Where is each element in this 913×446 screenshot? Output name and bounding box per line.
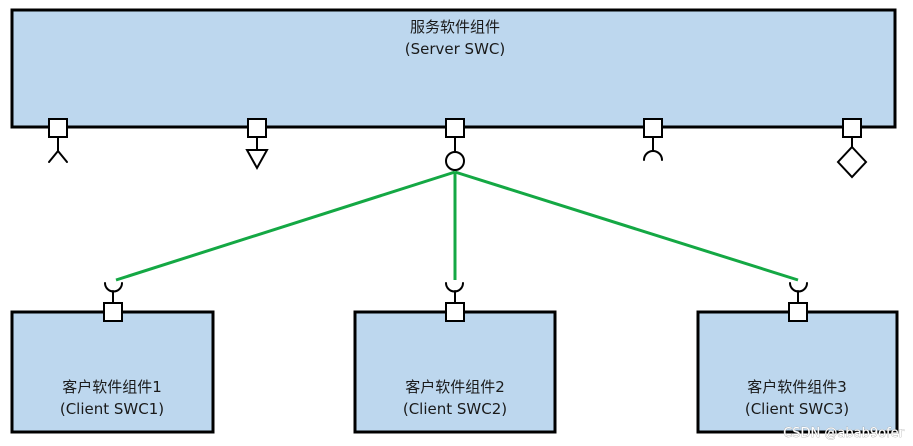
port-square[interactable] <box>48 118 68 138</box>
server-port-5[interactable] <box>836 118 868 179</box>
client-3-port[interactable] <box>788 282 808 322</box>
client-component-subtitle: (Client SWC3) <box>745 400 849 418</box>
client-component-subtitle: (Client SWC1) <box>60 400 164 418</box>
connector-client3[interactable] <box>454 170 799 282</box>
client-1-port[interactable] <box>103 282 123 322</box>
port-square[interactable] <box>643 118 663 138</box>
parameter-provided-icon <box>836 145 868 179</box>
server-port-2[interactable] <box>245 118 269 171</box>
port-square[interactable] <box>842 118 862 138</box>
port-square[interactable] <box>103 302 123 322</box>
client-component-title: 客户软件组件1 <box>62 378 162 396</box>
connectors <box>115 170 799 282</box>
client-component-box[interactable] <box>353 310 557 434</box>
client-component-1[interactable]: 客户软件组件1 (Client SWC1) <box>10 310 215 434</box>
client-component-2[interactable]: 客户软件组件2 (Client SWC2) <box>353 310 557 434</box>
server-port-4[interactable] <box>643 118 663 161</box>
port-square[interactable] <box>788 302 808 322</box>
server-port-1[interactable] <box>48 118 68 163</box>
client-server-required-icon <box>643 150 663 161</box>
client-component-title: 客户软件组件3 <box>747 378 847 396</box>
port-square[interactable] <box>445 118 465 138</box>
server-component-subtitle: (Server SWC) <box>405 40 506 58</box>
connector-client1[interactable] <box>115 170 456 282</box>
server-component-title: 服务软件组件 <box>410 18 500 36</box>
server-port-3[interactable] <box>445 118 465 171</box>
watermark-text: CSDN @abab9ofer <box>783 426 904 441</box>
client-component-box[interactable] <box>696 310 899 434</box>
client-component-box[interactable] <box>10 310 215 434</box>
client-component-3[interactable]: 客户软件组件3 (Client SWC3) <box>696 310 899 434</box>
client-component-subtitle: (Client SWC2) <box>403 400 507 418</box>
port-square[interactable] <box>445 302 465 322</box>
client-2-port[interactable] <box>445 282 465 322</box>
client-server-provided-icon <box>445 151 465 171</box>
mode-switch-required-icon <box>245 149 269 171</box>
client-component-title: 客户软件组件2 <box>405 378 505 396</box>
port-square[interactable] <box>247 118 267 138</box>
server-component[interactable]: 服务软件组件 (Server SWC) <box>10 8 897 129</box>
sender-receiver-required-icon <box>48 136 68 163</box>
